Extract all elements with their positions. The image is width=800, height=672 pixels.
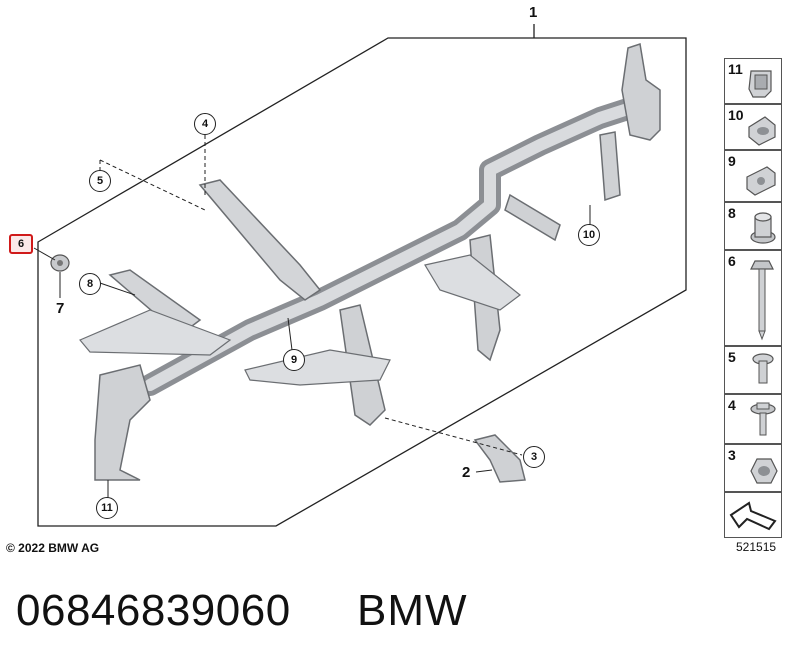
part-number: 06846839060 <box>16 586 291 635</box>
u-nut-icon <box>746 166 776 196</box>
diagram-drawing <box>33 24 687 527</box>
callout-11: 11 <box>96 497 118 519</box>
parts-list-item[interactable]: 6 <box>724 250 782 346</box>
callout-6-highlighted: 6 <box>9 234 33 254</box>
callout-9: 9 <box>283 349 305 371</box>
assembly-outline <box>37 37 687 527</box>
callout-4: 4 <box>194 113 216 135</box>
parts-list-item[interactable] <box>724 492 782 538</box>
left-arm-icon <box>198 179 322 301</box>
bolt-washer-icon <box>750 402 776 436</box>
spring-nut-icon <box>748 116 776 146</box>
parts-list-item[interactable]: 4 <box>724 394 782 444</box>
parts-diagram: 1 4 5 6 7 8 9 10 11 2 3 <box>9 4 687 527</box>
right-bracket-icon <box>621 43 661 141</box>
parts-list-item[interactable]: 11 <box>724 58 782 104</box>
parts-list-label: 8 <box>728 205 736 221</box>
callout-1: 1 <box>529 4 538 21</box>
callout-8: 8 <box>79 273 101 295</box>
parts-list-item[interactable]: 5 <box>724 346 782 394</box>
callout-3: 3 <box>523 446 545 468</box>
clip-nut-icon <box>748 70 772 98</box>
parts-list-item[interactable]: 8 <box>724 202 782 250</box>
callout-7: 7 <box>56 300 65 317</box>
left-bracket-icon <box>94 364 151 481</box>
parts-list-label: 10 <box>728 107 744 123</box>
parts-list-label: 3 <box>728 447 736 463</box>
bracket-2-icon <box>473 434 526 483</box>
brand-name: BMW <box>357 586 468 635</box>
parts-list-item[interactable]: 3 <box>724 444 782 492</box>
callout-10: 10 <box>578 224 600 246</box>
parts-list-item[interactable]: 9 <box>724 150 782 202</box>
bolt-icon <box>752 353 774 384</box>
diagram-code: 521515 <box>736 540 777 554</box>
arrow-icon <box>729 501 777 531</box>
parts-list-label: 6 <box>728 253 736 269</box>
copyright-text: © 2022 BMW AG <box>6 541 100 555</box>
hex-nut-icon <box>750 458 778 484</box>
callout-5: 5 <box>89 170 111 192</box>
parts-list-label: 5 <box>728 349 736 365</box>
parts-list-label: 4 <box>728 397 736 413</box>
grommet-icon <box>750 212 776 244</box>
parts-list-label: 11 <box>728 61 743 77</box>
long-screw-icon <box>750 260 774 341</box>
callout-2: 2 <box>462 464 471 481</box>
parts-list-item[interactable]: 10 <box>724 104 782 150</box>
parts-list-label: 9 <box>728 153 736 169</box>
